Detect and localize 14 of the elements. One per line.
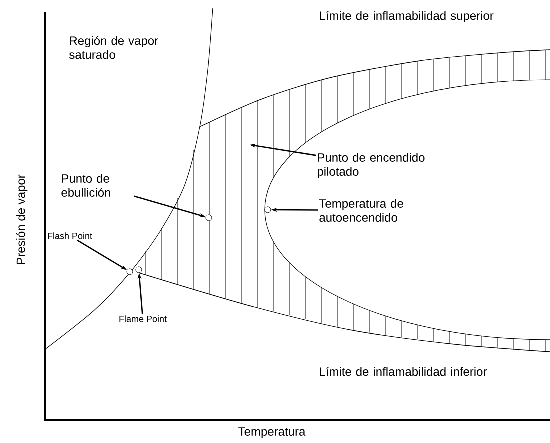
axis-title: Temperatura <box>238 428 306 438</box>
callout-text: Punto de encendido pilotado <box>318 153 425 178</box>
callout-text: Punto de ebullición <box>62 174 110 197</box>
callout-text: Flash Point <box>48 232 92 240</box>
point-marker <box>264 206 272 214</box>
region-label: Límite de inflamabilidad inferior <box>320 367 488 376</box>
axis-title: Presión de vapor <box>16 174 28 264</box>
point-marker <box>126 268 134 276</box>
point-marker <box>136 266 142 274</box>
callout-text: Temperatura de autoencendido <box>319 199 404 222</box>
region-label: Límite de inflamabilidad superior <box>320 11 494 23</box>
callout-text: Flame Point <box>120 316 167 322</box>
region-label: Región de vapor saturado <box>70 36 158 60</box>
point-marker <box>206 214 212 222</box>
